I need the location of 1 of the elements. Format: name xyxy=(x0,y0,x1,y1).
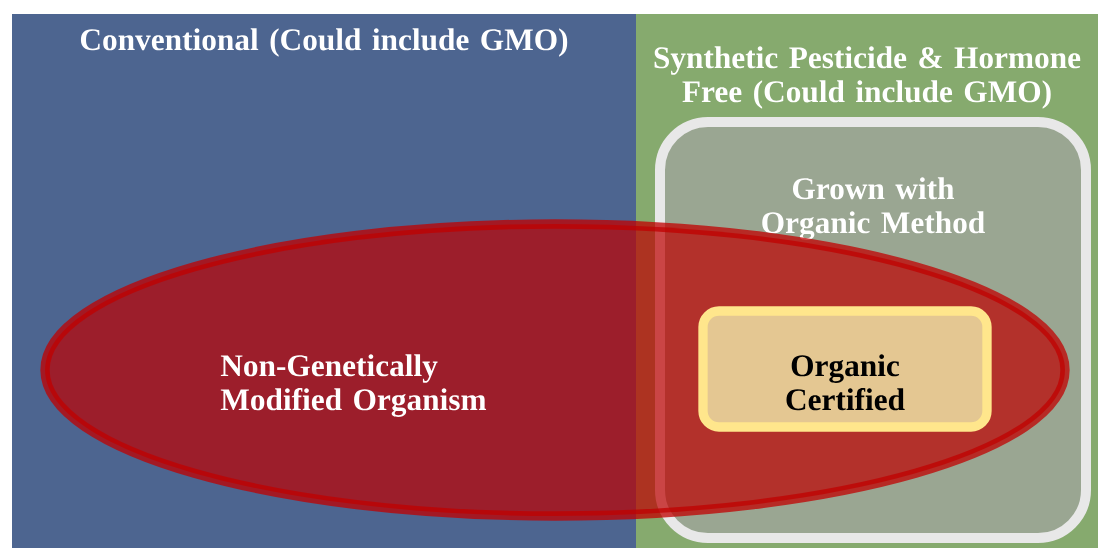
rounded-box: Organic Certified xyxy=(698,306,992,432)
